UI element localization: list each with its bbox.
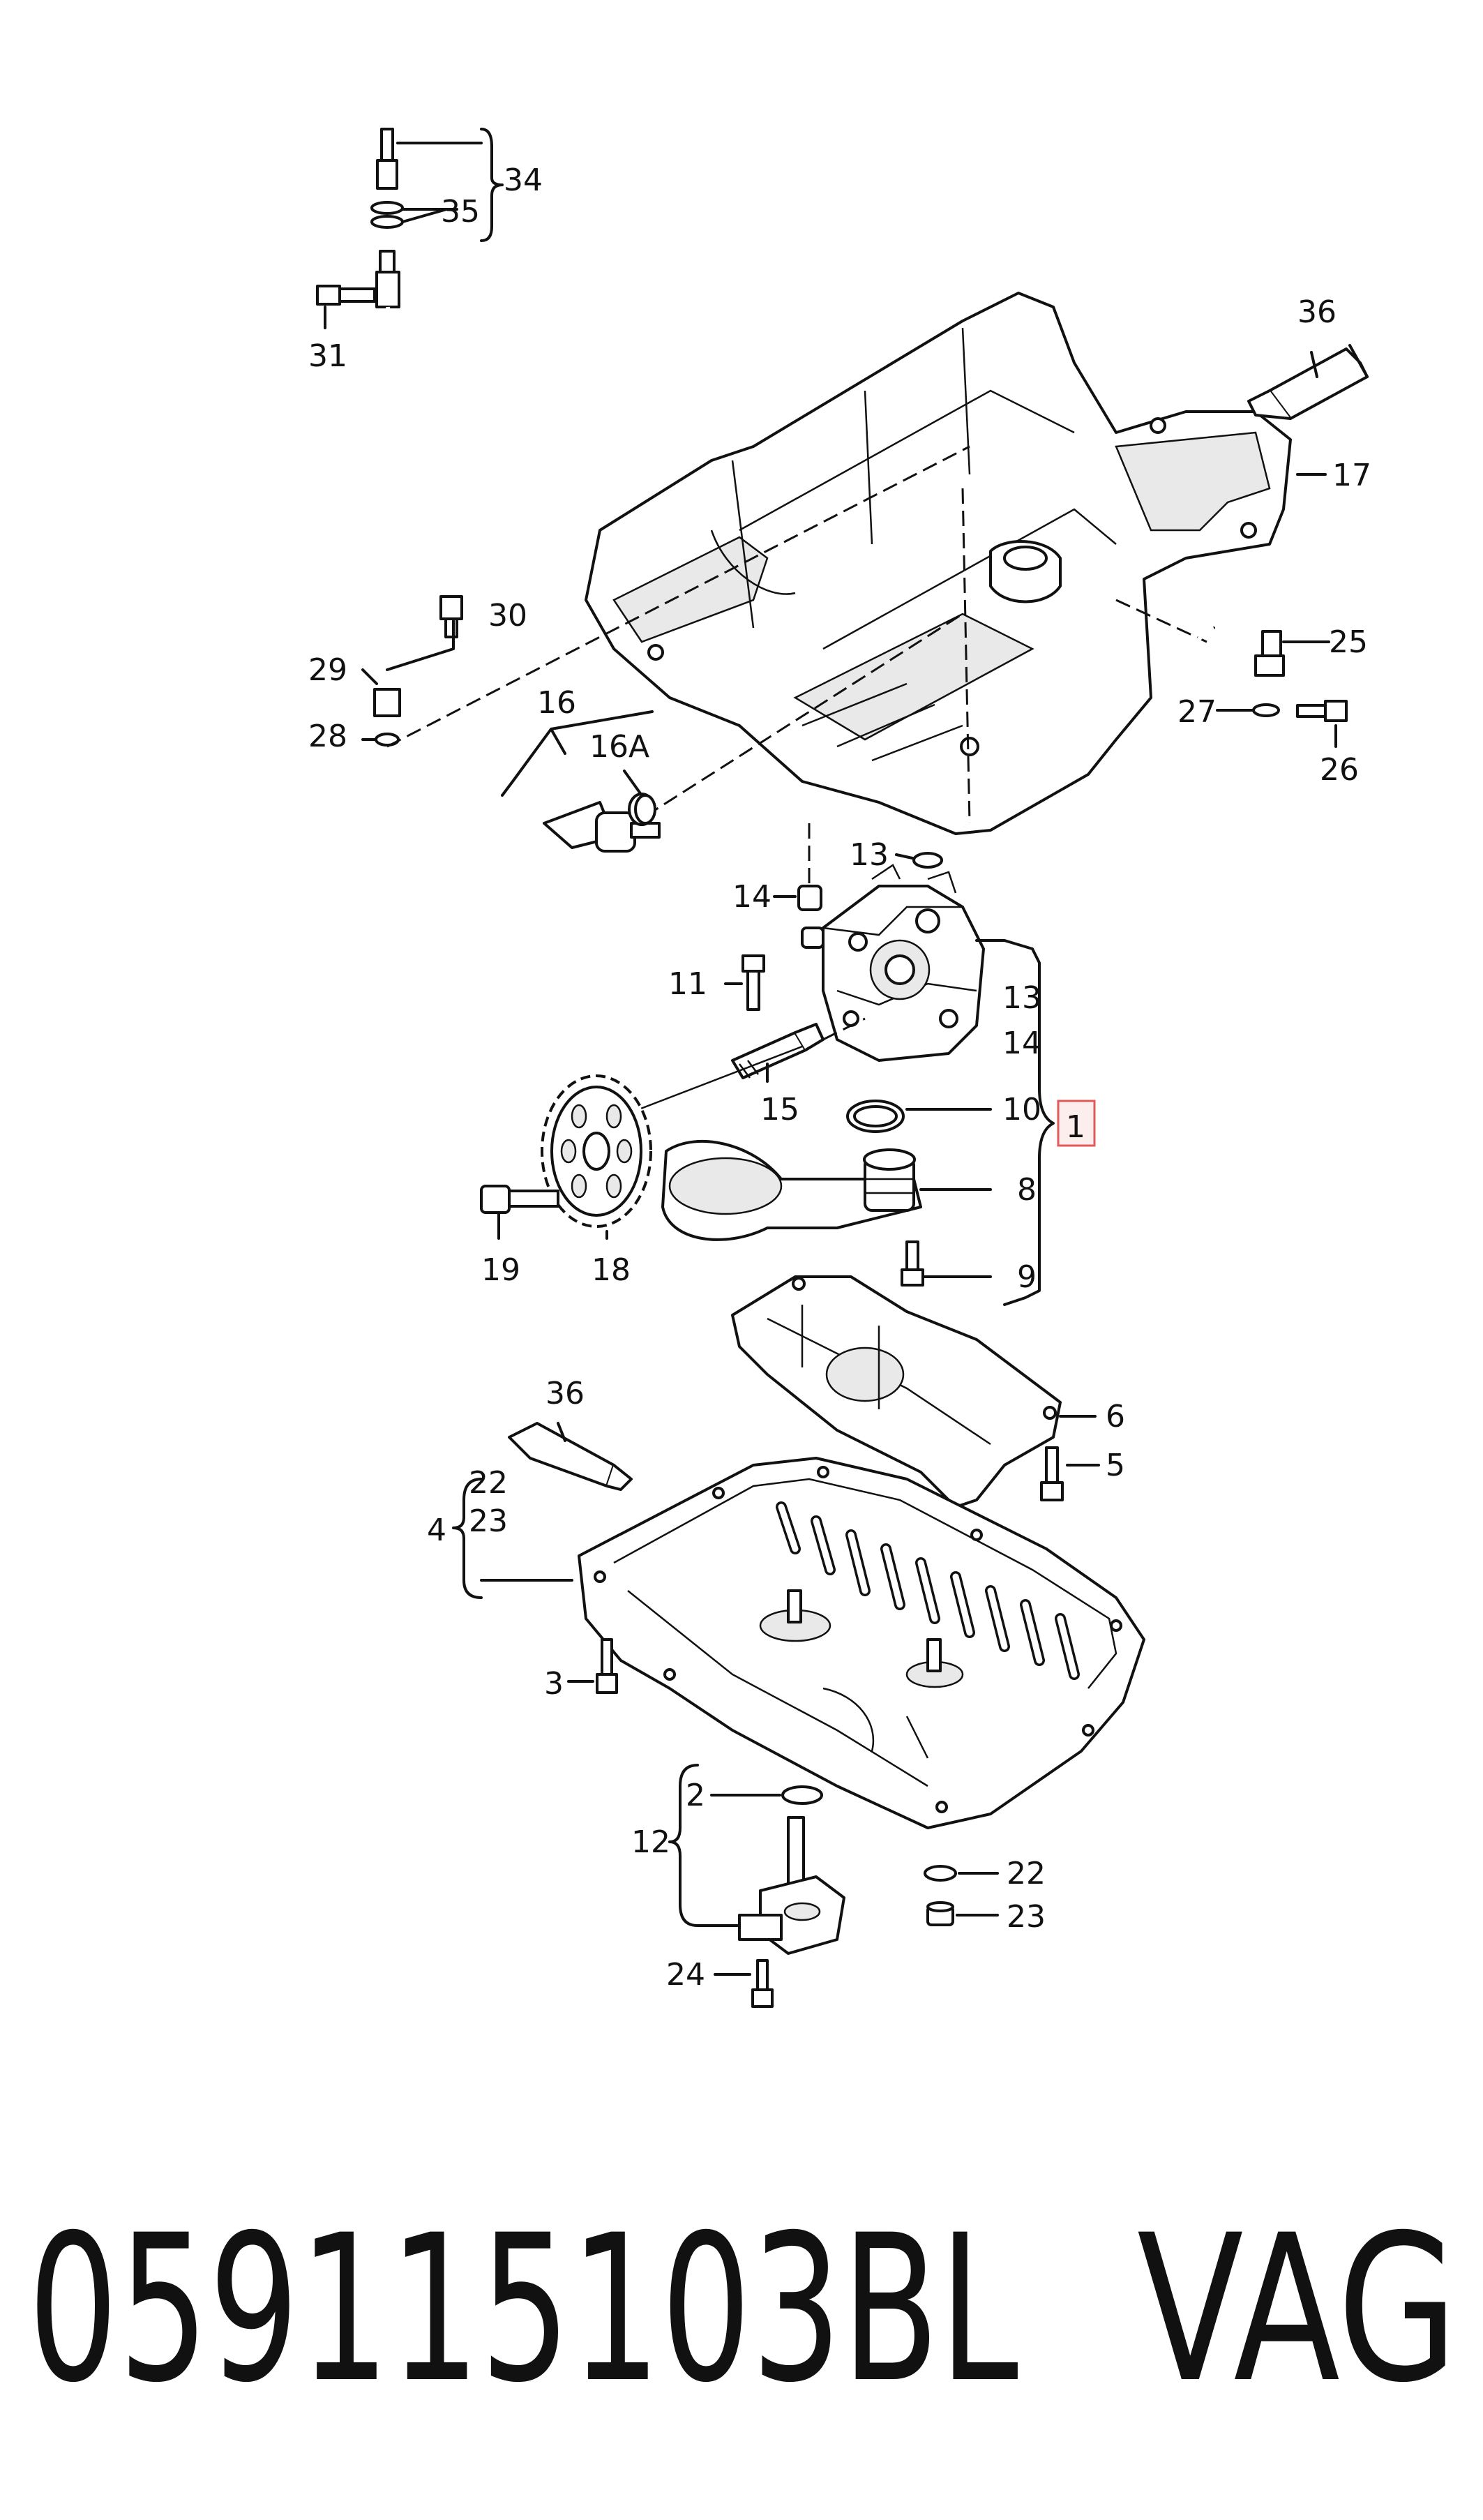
- oil-pickup-8: [661, 1139, 922, 1241]
- label-24: 24: [666, 1957, 705, 1993]
- drain-plug-23: [926, 1901, 954, 1926]
- seal-ring-16a: [634, 794, 656, 825]
- bolt-11: [742, 954, 765, 1011]
- sealant-tube-36-top: [1247, 344, 1369, 420]
- label-13-top: 13: [850, 837, 889, 873]
- bolt-5: [1040, 1446, 1064, 1501]
- pipe-25: [1189, 626, 1285, 677]
- label-14-top: 14: [732, 879, 771, 915]
- label-13-right: 13: [1002, 980, 1041, 1016]
- label-31: 31: [308, 338, 347, 374]
- bolt-30: [439, 595, 463, 638]
- label-36-bottom: 36: [545, 1376, 585, 1411]
- label-2: 2: [686, 1778, 705, 1813]
- pan-ribs: [776, 1501, 1080, 1680]
- dashed-guide-dipstick: [386, 445, 970, 748]
- label-12: 12: [631, 1824, 670, 1860]
- bolt-3: [596, 1638, 618, 1694]
- oil-level-sensor-12: [738, 1816, 845, 1955]
- label-28: 28: [308, 719, 347, 754]
- label-17: 17: [1332, 458, 1371, 493]
- sealant-tube-36-bottom: [508, 1422, 633, 1491]
- label-25: 25: [1329, 624, 1368, 660]
- dipstick-assembly: [370, 128, 429, 747]
- oil-pump-13-14: [822, 864, 985, 1062]
- label-3: 3: [544, 1666, 564, 1702]
- label-30: 30: [488, 598, 527, 633]
- lower-oil-pan-4: [578, 1457, 1145, 1829]
- shaft-axis: [620, 1045, 803, 1118]
- label-23: 23: [1007, 1899, 1046, 1935]
- dowel-14: [801, 927, 825, 949]
- label-29: 29: [308, 652, 347, 688]
- label-16: 16: [537, 685, 576, 721]
- label-6: 6: [1106, 1399, 1125, 1434]
- label-22-group: 22: [469, 1465, 508, 1501]
- label-5: 5: [1106, 1448, 1125, 1483]
- label-14-right: 14: [1002, 1026, 1041, 1061]
- dashed-guide-center: [961, 488, 971, 824]
- upper-oil-pan-17: [585, 292, 1292, 835]
- label-1: 1: [1066, 1109, 1085, 1145]
- label-19: 19: [481, 1252, 520, 1288]
- sprocket-18: [541, 1074, 652, 1228]
- bolt-31: [316, 285, 376, 306]
- brand-text: VAG: [1137, 2192, 1458, 2427]
- label-27: 27: [1177, 694, 1217, 730]
- label-35: 35: [441, 194, 480, 230]
- bolt-19: [480, 1185, 559, 1214]
- label-22: 22: [1007, 1856, 1046, 1891]
- dashed-guide-25: [1115, 599, 1207, 643]
- bolt-26: [1296, 700, 1348, 722]
- label-15: 15: [760, 1092, 799, 1127]
- label-8: 8: [1017, 1172, 1037, 1208]
- label-11: 11: [668, 966, 707, 1002]
- dashed-guide-16: [645, 613, 963, 818]
- sleeve-14-top: [797, 885, 822, 911]
- label-9: 9: [1017, 1259, 1037, 1295]
- label-4: 4: [427, 1513, 446, 1548]
- seal-13-top: [912, 852, 943, 869]
- leader-lines: [324, 128, 1337, 1976]
- baffle-6: [731, 1275, 1062, 1508]
- label-10: 10: [1002, 1092, 1041, 1127]
- label-23-group: 23: [469, 1503, 508, 1539]
- part-number-text: 059115103BL: [28, 2192, 1019, 2427]
- label-16a: 16A: [589, 729, 649, 765]
- callout-labels: 34 35 31 36 17 30 29 28 16 16A 25 27 26 …: [308, 163, 1371, 1993]
- bolt-24: [751, 1959, 774, 2008]
- bolt-9: [901, 1240, 924, 1287]
- washer-2: [781, 1785, 823, 1805]
- label-26: 26: [1320, 752, 1359, 788]
- shaft-15: [731, 1023, 825, 1079]
- washer-27: [1252, 703, 1280, 717]
- label-34: 34: [504, 163, 543, 198]
- label-36-top: 36: [1297, 294, 1337, 330]
- highlight-box-part-1: [1057, 1100, 1096, 1147]
- seal-22: [924, 1865, 957, 1882]
- label-18: 18: [592, 1252, 631, 1288]
